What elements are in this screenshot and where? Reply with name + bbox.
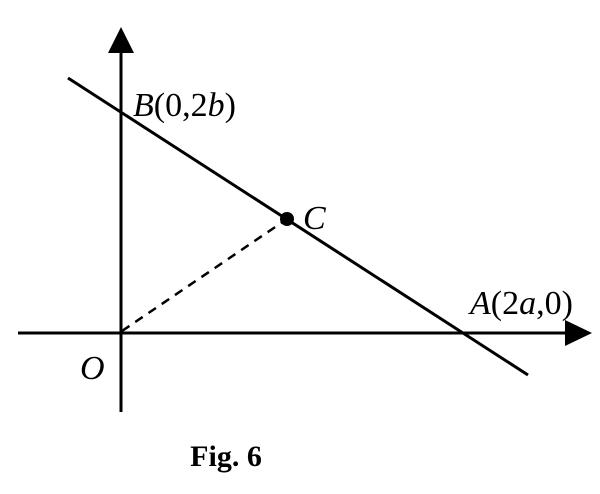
label-origin-o: O [80,350,105,387]
point-c-dot [280,212,294,226]
label-point-b: B(0,2b) [133,87,236,124]
x-axis-arrow [565,320,592,346]
segment-oc-dashed [121,217,288,333]
y-axis-arrow [108,27,134,53]
line-ba [67,76,529,377]
label-point-c: C [303,200,326,237]
figure-caption: Fig. 6 [190,440,262,473]
label-point-a: A(2a,0) [468,285,573,322]
